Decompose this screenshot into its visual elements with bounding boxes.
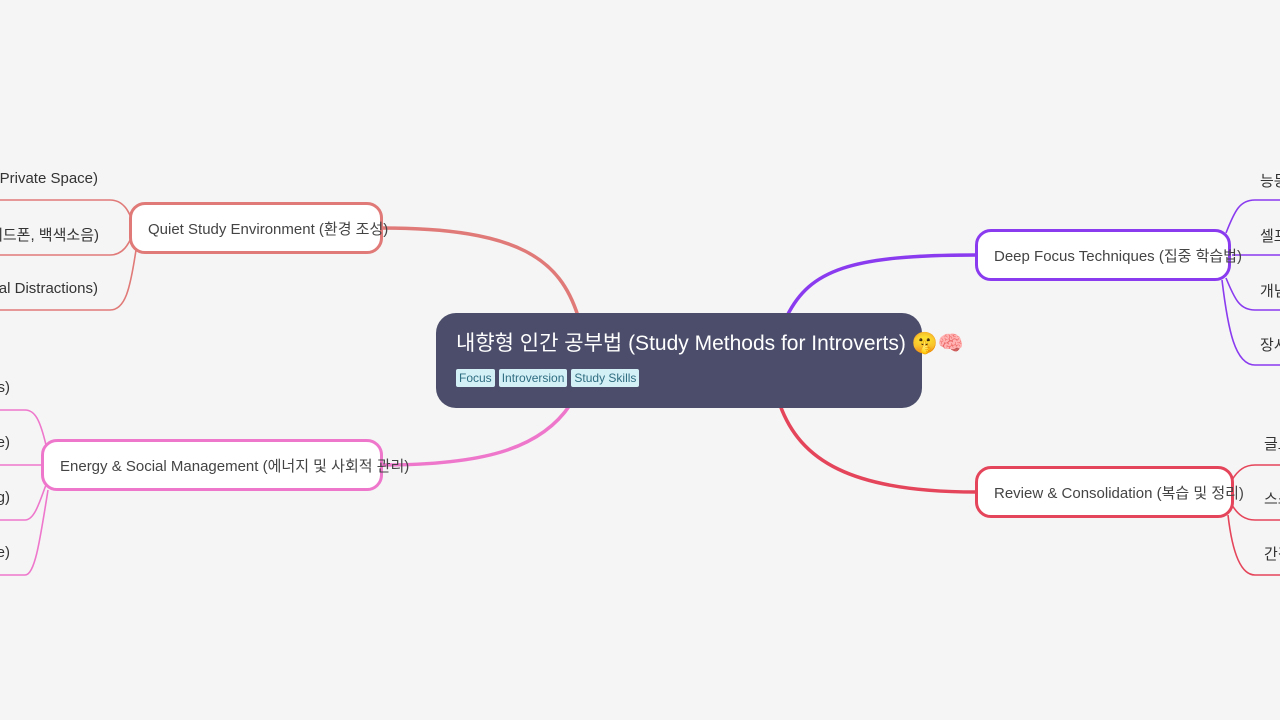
leaf-deep-4[interactable]: 장시	[1260, 337, 1280, 354]
branch-quiet-study-environment[interactable]: Quiet Study Environment (환경 조성)	[129, 202, 388, 254]
tag-introversion[interactable]: Introversion	[498, 369, 568, 387]
central-topic[interactable]: 내향형 인간 공부법 (Study Methods for Introverts…	[436, 313, 964, 408]
leaf-deep-1[interactable]: 능동	[1260, 173, 1280, 190]
leaf-energy-3[interactable]: g)	[0, 489, 10, 506]
tag-list: Focus Introversion Study Skills	[456, 369, 902, 387]
tag-focus[interactable]: Focus	[456, 369, 495, 387]
branch-review-consolidation[interactable]: Review & Consolidation (복습 및 정리)	[975, 466, 1244, 518]
leaf-deep-2[interactable]: 셀프	[1260, 228, 1280, 245]
tag-study-skills[interactable]: Study Skills	[571, 369, 640, 387]
leaf-review-3[interactable]: 간격	[1264, 546, 1280, 563]
leaf-review-2[interactable]: 스스	[1264, 491, 1280, 508]
shush-brain-emoji-icon: 🤫🧠	[911, 332, 964, 355]
leaf-review-1[interactable]: 글로	[1264, 436, 1280, 453]
leaf-quiet-3[interactable]: sual Distractions)	[0, 280, 98, 297]
leaf-energy-2[interactable]: e)	[0, 434, 10, 451]
central-topic-title: 내향형 인간 공부법 (Study Methods for Introverts…	[456, 332, 964, 355]
branch-deep-focus-techniques[interactable]: Deep Focus Techniques (집중 학습법)	[975, 229, 1242, 281]
leaf-quiet-1[interactable]: ng Private Space)	[0, 170, 98, 187]
leaf-quiet-2[interactable]: : 헤드폰, 백색소음)	[0, 227, 99, 244]
leaf-energy-1[interactable]: s)	[0, 379, 10, 396]
branch-energy-social-management[interactable]: Energy & Social Management (에너지 및 사회적 관리…	[41, 439, 409, 491]
leaf-energy-4[interactable]: e)	[0, 544, 10, 561]
leaf-deep-3[interactable]: 개념	[1260, 283, 1280, 300]
